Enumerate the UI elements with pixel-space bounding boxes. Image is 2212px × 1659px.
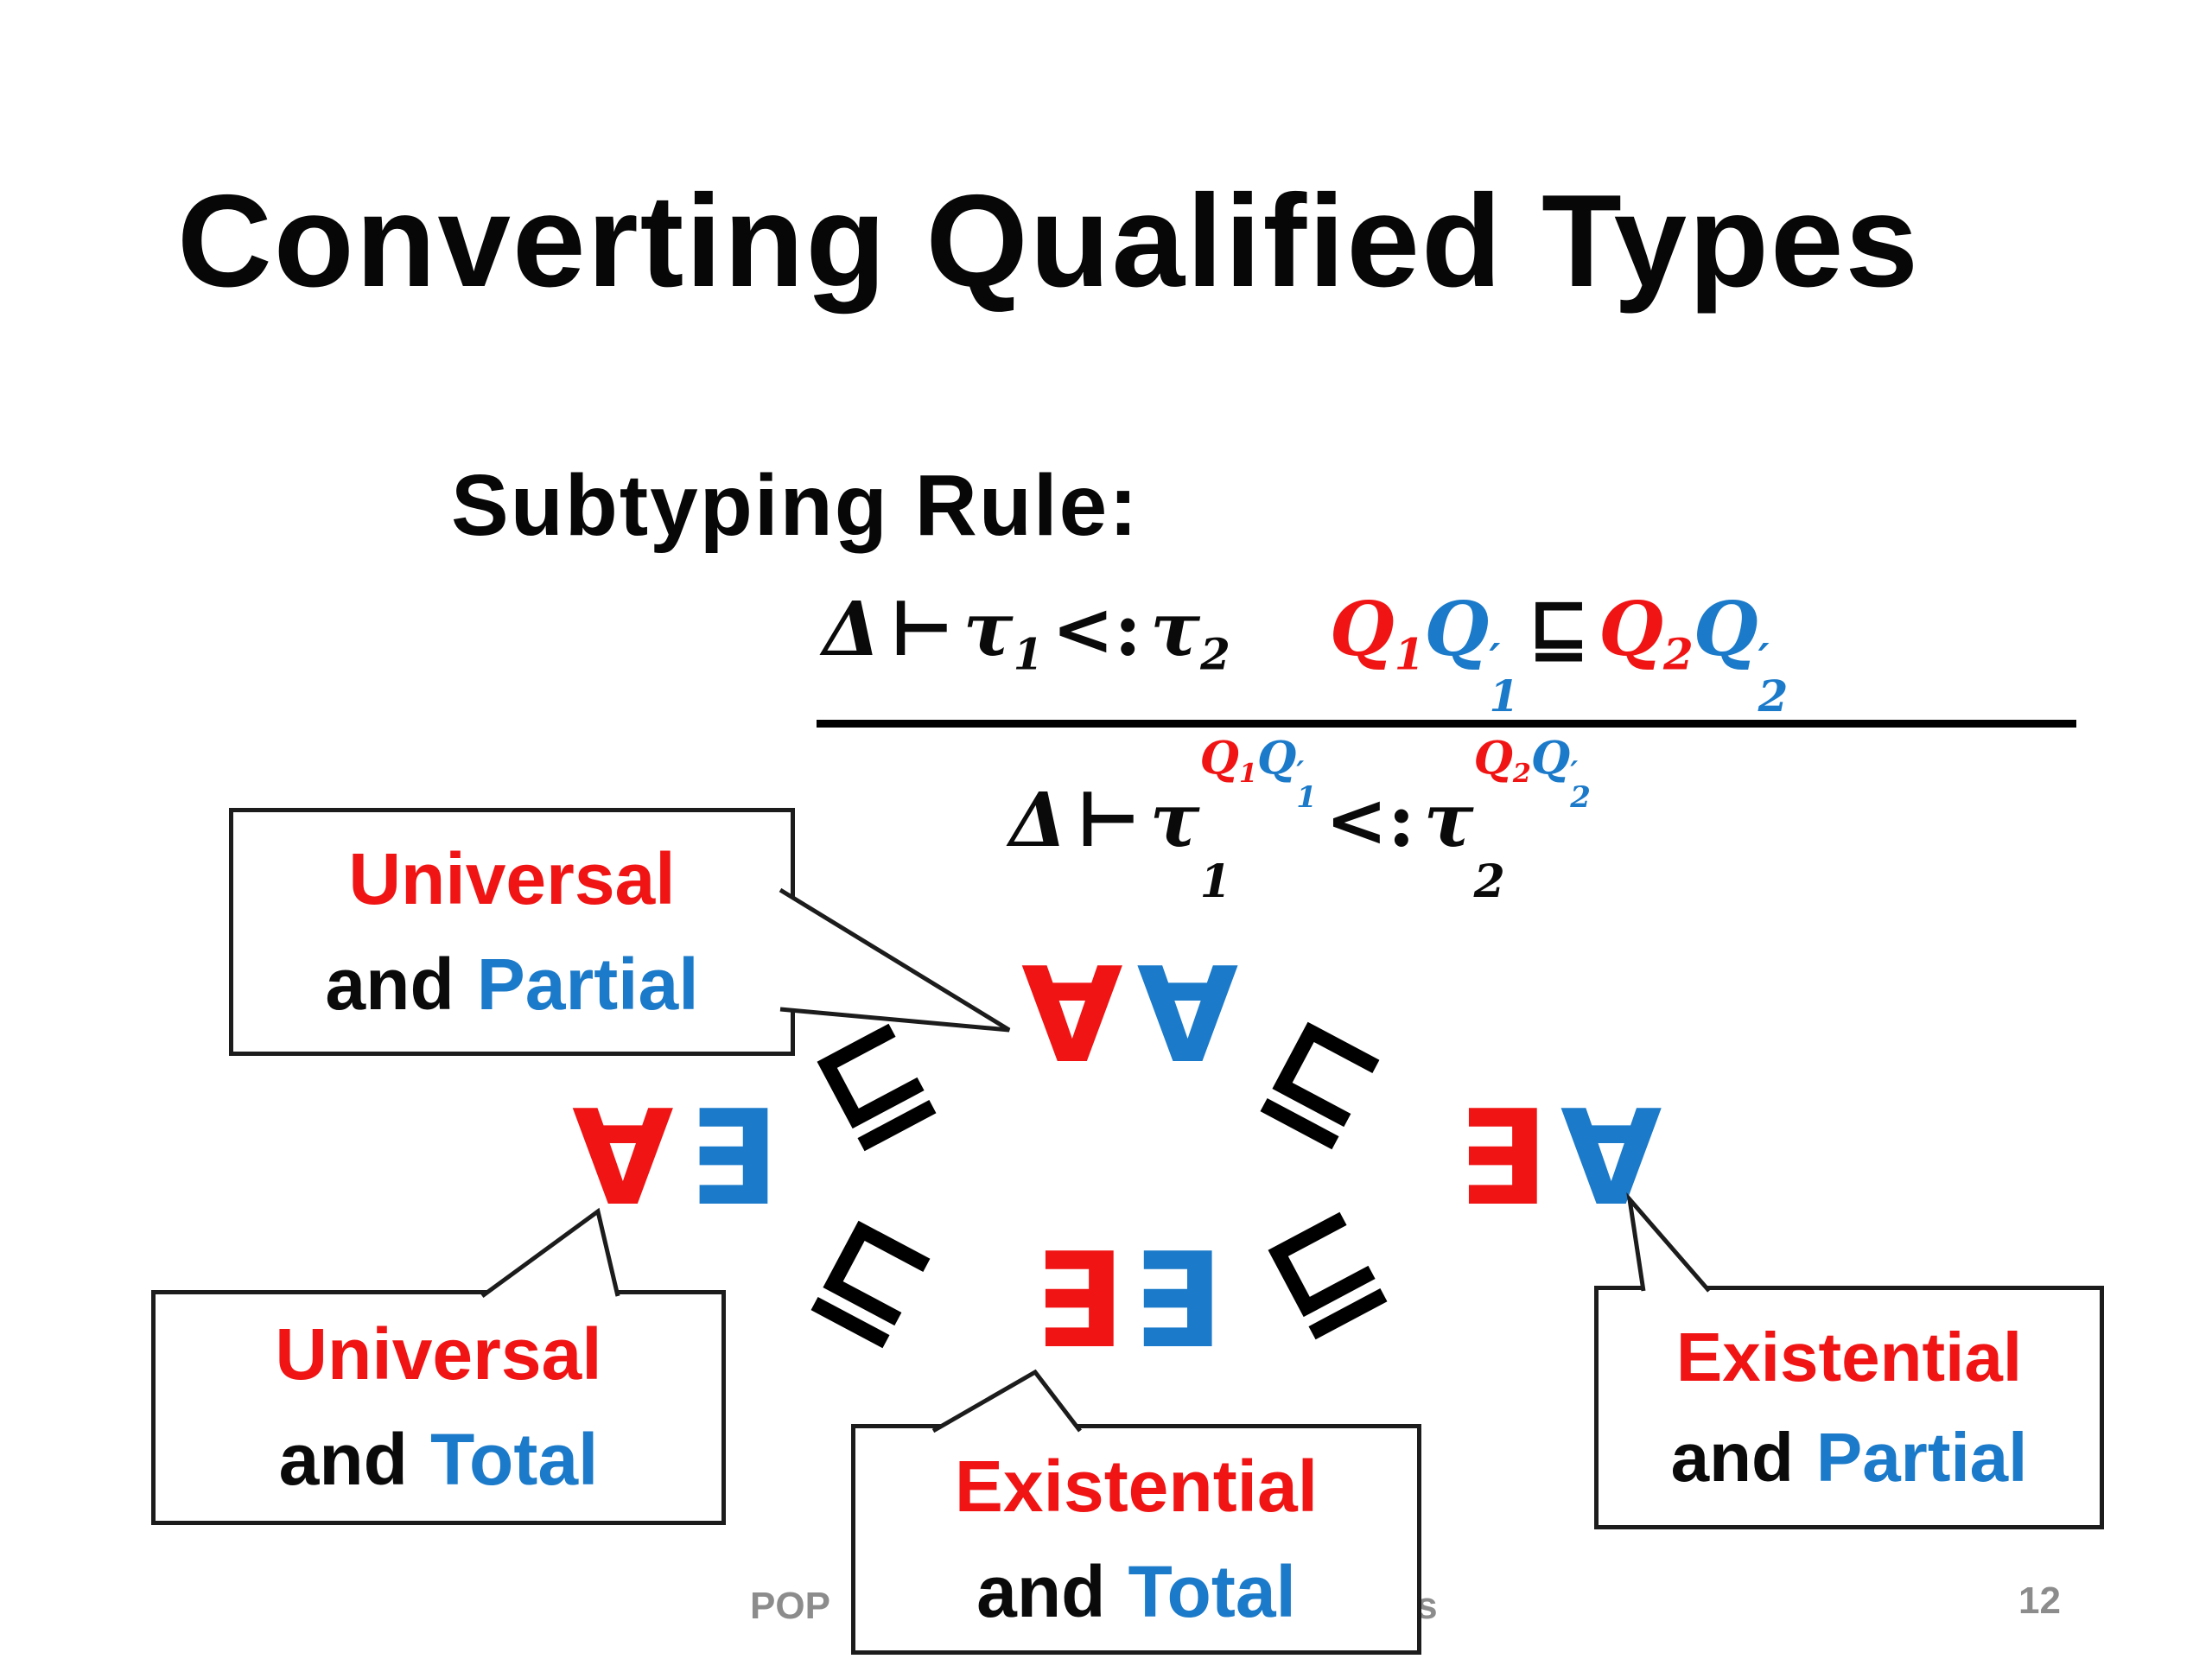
subtype-operator: <: <box>1325 777 1415 864</box>
q2-symbol: Q <box>1599 586 1663 673</box>
node-forall-exists: ∀∃ <box>572 1093 791 1224</box>
tau-subscript-1: 1 <box>1013 628 1044 680</box>
subtype-judgment-premise: Δ⊢τ1<:τ2 <box>823 586 1230 715</box>
callout-pointer-existential-and-total <box>931 1369 1082 1433</box>
delta-symbol: Δ <box>823 586 880 673</box>
square-subset-icon: ⊑ <box>791 1185 958 1370</box>
q2-prime-symbol: Q <box>1693 586 1758 673</box>
qualifier-constraint: Q1Q′1⊑Q2Q′2 <box>1329 586 1789 721</box>
tau-subscript-2: 2 <box>1473 855 1505 908</box>
forall-symbol: ∀ <box>1560 1082 1676 1235</box>
tau-symbol: τ <box>1423 777 1474 864</box>
tau-symbol: τ <box>1149 777 1200 864</box>
subtype-operator: <: <box>1052 586 1142 673</box>
node-exists-exists: ∃∃ <box>1033 1236 1230 1367</box>
tau-symbol: τ <box>1150 586 1201 673</box>
exists-symbol: ∃ <box>1131 1224 1230 1377</box>
delta-symbol: Δ <box>1009 777 1067 864</box>
q2-subscript: 2 <box>1663 628 1694 680</box>
turnstile-symbol: ⊢ <box>888 586 955 673</box>
square-subset-icon: ⊑ <box>1240 986 1408 1171</box>
q1-subscript: 1 <box>1394 628 1425 680</box>
callout-line1: Universal <box>348 837 676 919</box>
forall-symbol: ∀ <box>1136 939 1253 1092</box>
exists-symbol: ∃ <box>1033 1224 1132 1377</box>
exists-symbol: ∃ <box>687 1082 791 1235</box>
forall-symbol: ∀ <box>1021 939 1137 1092</box>
q1-symbol: Q <box>1329 586 1395 673</box>
square-subset-operator: ⊑ <box>1528 586 1591 673</box>
node-forall-forall: ∀∀ <box>1021 950 1252 1082</box>
footer-text-fragment-left: POP <box>750 1585 830 1627</box>
q2-prime-subscript: ′2 <box>1758 633 1789 721</box>
tau-symbol: τ <box>963 586 1014 673</box>
square-subset-icon: ⊑ <box>789 988 957 1173</box>
exists-symbol: ∃ <box>1457 1082 1560 1235</box>
rule-premise: Δ⊢τ1<:τ2 Q1Q′1⊑Q2Q′2 <box>823 586 1789 721</box>
tau-subscript-1: 1 <box>1199 855 1231 908</box>
callout-line1: Existential <box>1675 1319 2023 1395</box>
page-number: 12 <box>2018 1580 2061 1622</box>
forall-symbol: ∀ <box>572 1082 688 1235</box>
subtitle-subtyping-rule: Subtyping Rule: <box>451 457 1140 554</box>
square-subset-icon: ⊑ <box>1240 1176 1408 1361</box>
callout-line1: Existential <box>954 1445 1319 1527</box>
page-title: Converting Qualified Types <box>177 168 1921 315</box>
tau-subscript-2: 2 <box>1200 628 1230 680</box>
callout-line1: Universal <box>275 1313 602 1395</box>
node-exists-forall: ∃∀ <box>1457 1093 1675 1224</box>
inference-rule-bar <box>817 720 2076 728</box>
turnstile-symbol: ⊢ <box>1075 777 1141 864</box>
q1-prime-subscript: ′1 <box>1489 633 1520 721</box>
q1-prime-symbol: Q <box>1424 586 1490 673</box>
